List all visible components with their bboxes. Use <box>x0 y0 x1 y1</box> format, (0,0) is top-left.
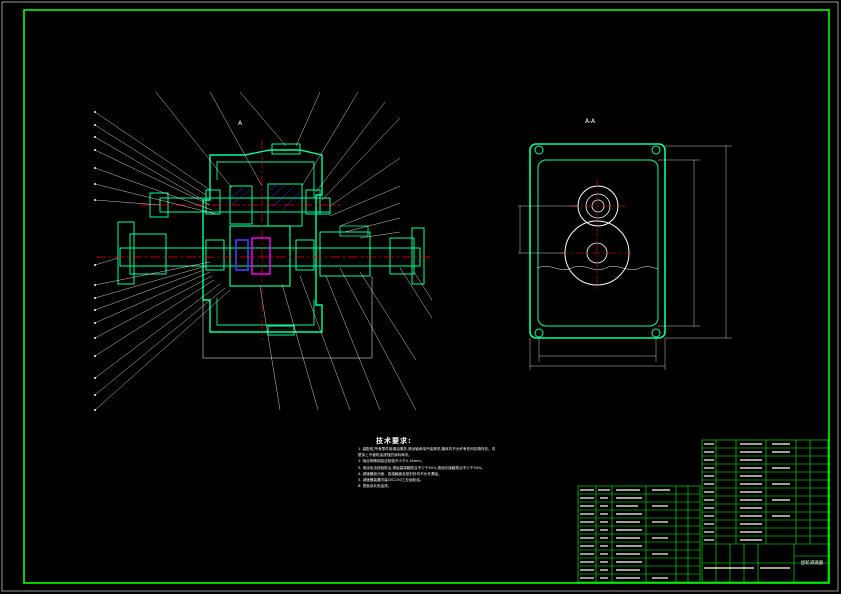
title-block-fill <box>704 443 790 569</box>
technical-note-line: 4. 减速器剖分面、各接触面及密封处均不允许漏油。 <box>358 471 442 476</box>
title-block-name: 齿轮减速器 <box>800 561 824 566</box>
section-label: A <box>238 120 243 127</box>
technical-note-line: 3. 用涂色法检验斑点,按齿高接触斑点不少于40%,按齿长接触斑点不少于50%。 <box>358 465 486 470</box>
technical-note-line: 2. 啮合侧隙用铅丝检验不小于0.16mm。 <box>358 459 425 464</box>
view-label: A-A <box>585 118 596 125</box>
technical-notes-title: 技术要求: <box>376 437 412 445</box>
technical-notes: 技术要求: 1. 装配前,所有零件用煤油清洗,滚动轴承用汽油清洗,箱体内不允许有… <box>358 436 573 489</box>
technical-note-line: 6. 表面涂灰色油漆。 <box>358 484 392 489</box>
side-view <box>518 143 732 370</box>
technical-note-line: 1. 装配前,所有零件用煤油清洗,滚动轴承用汽油清洗,箱体内不允许有任何杂物存在… <box>358 447 496 451</box>
technical-note-line: 5. 减速器装置内装CKC150工业齿轮油。 <box>358 478 424 483</box>
drawing-border <box>23 9 830 584</box>
parts-table-fill <box>580 489 670 579</box>
title-block <box>701 439 829 583</box>
parts-table <box>577 485 701 583</box>
technical-note-line: 壁涂上不被机油浸蚀的涂料两次。 <box>358 453 412 458</box>
main-section-view <box>94 91 433 411</box>
